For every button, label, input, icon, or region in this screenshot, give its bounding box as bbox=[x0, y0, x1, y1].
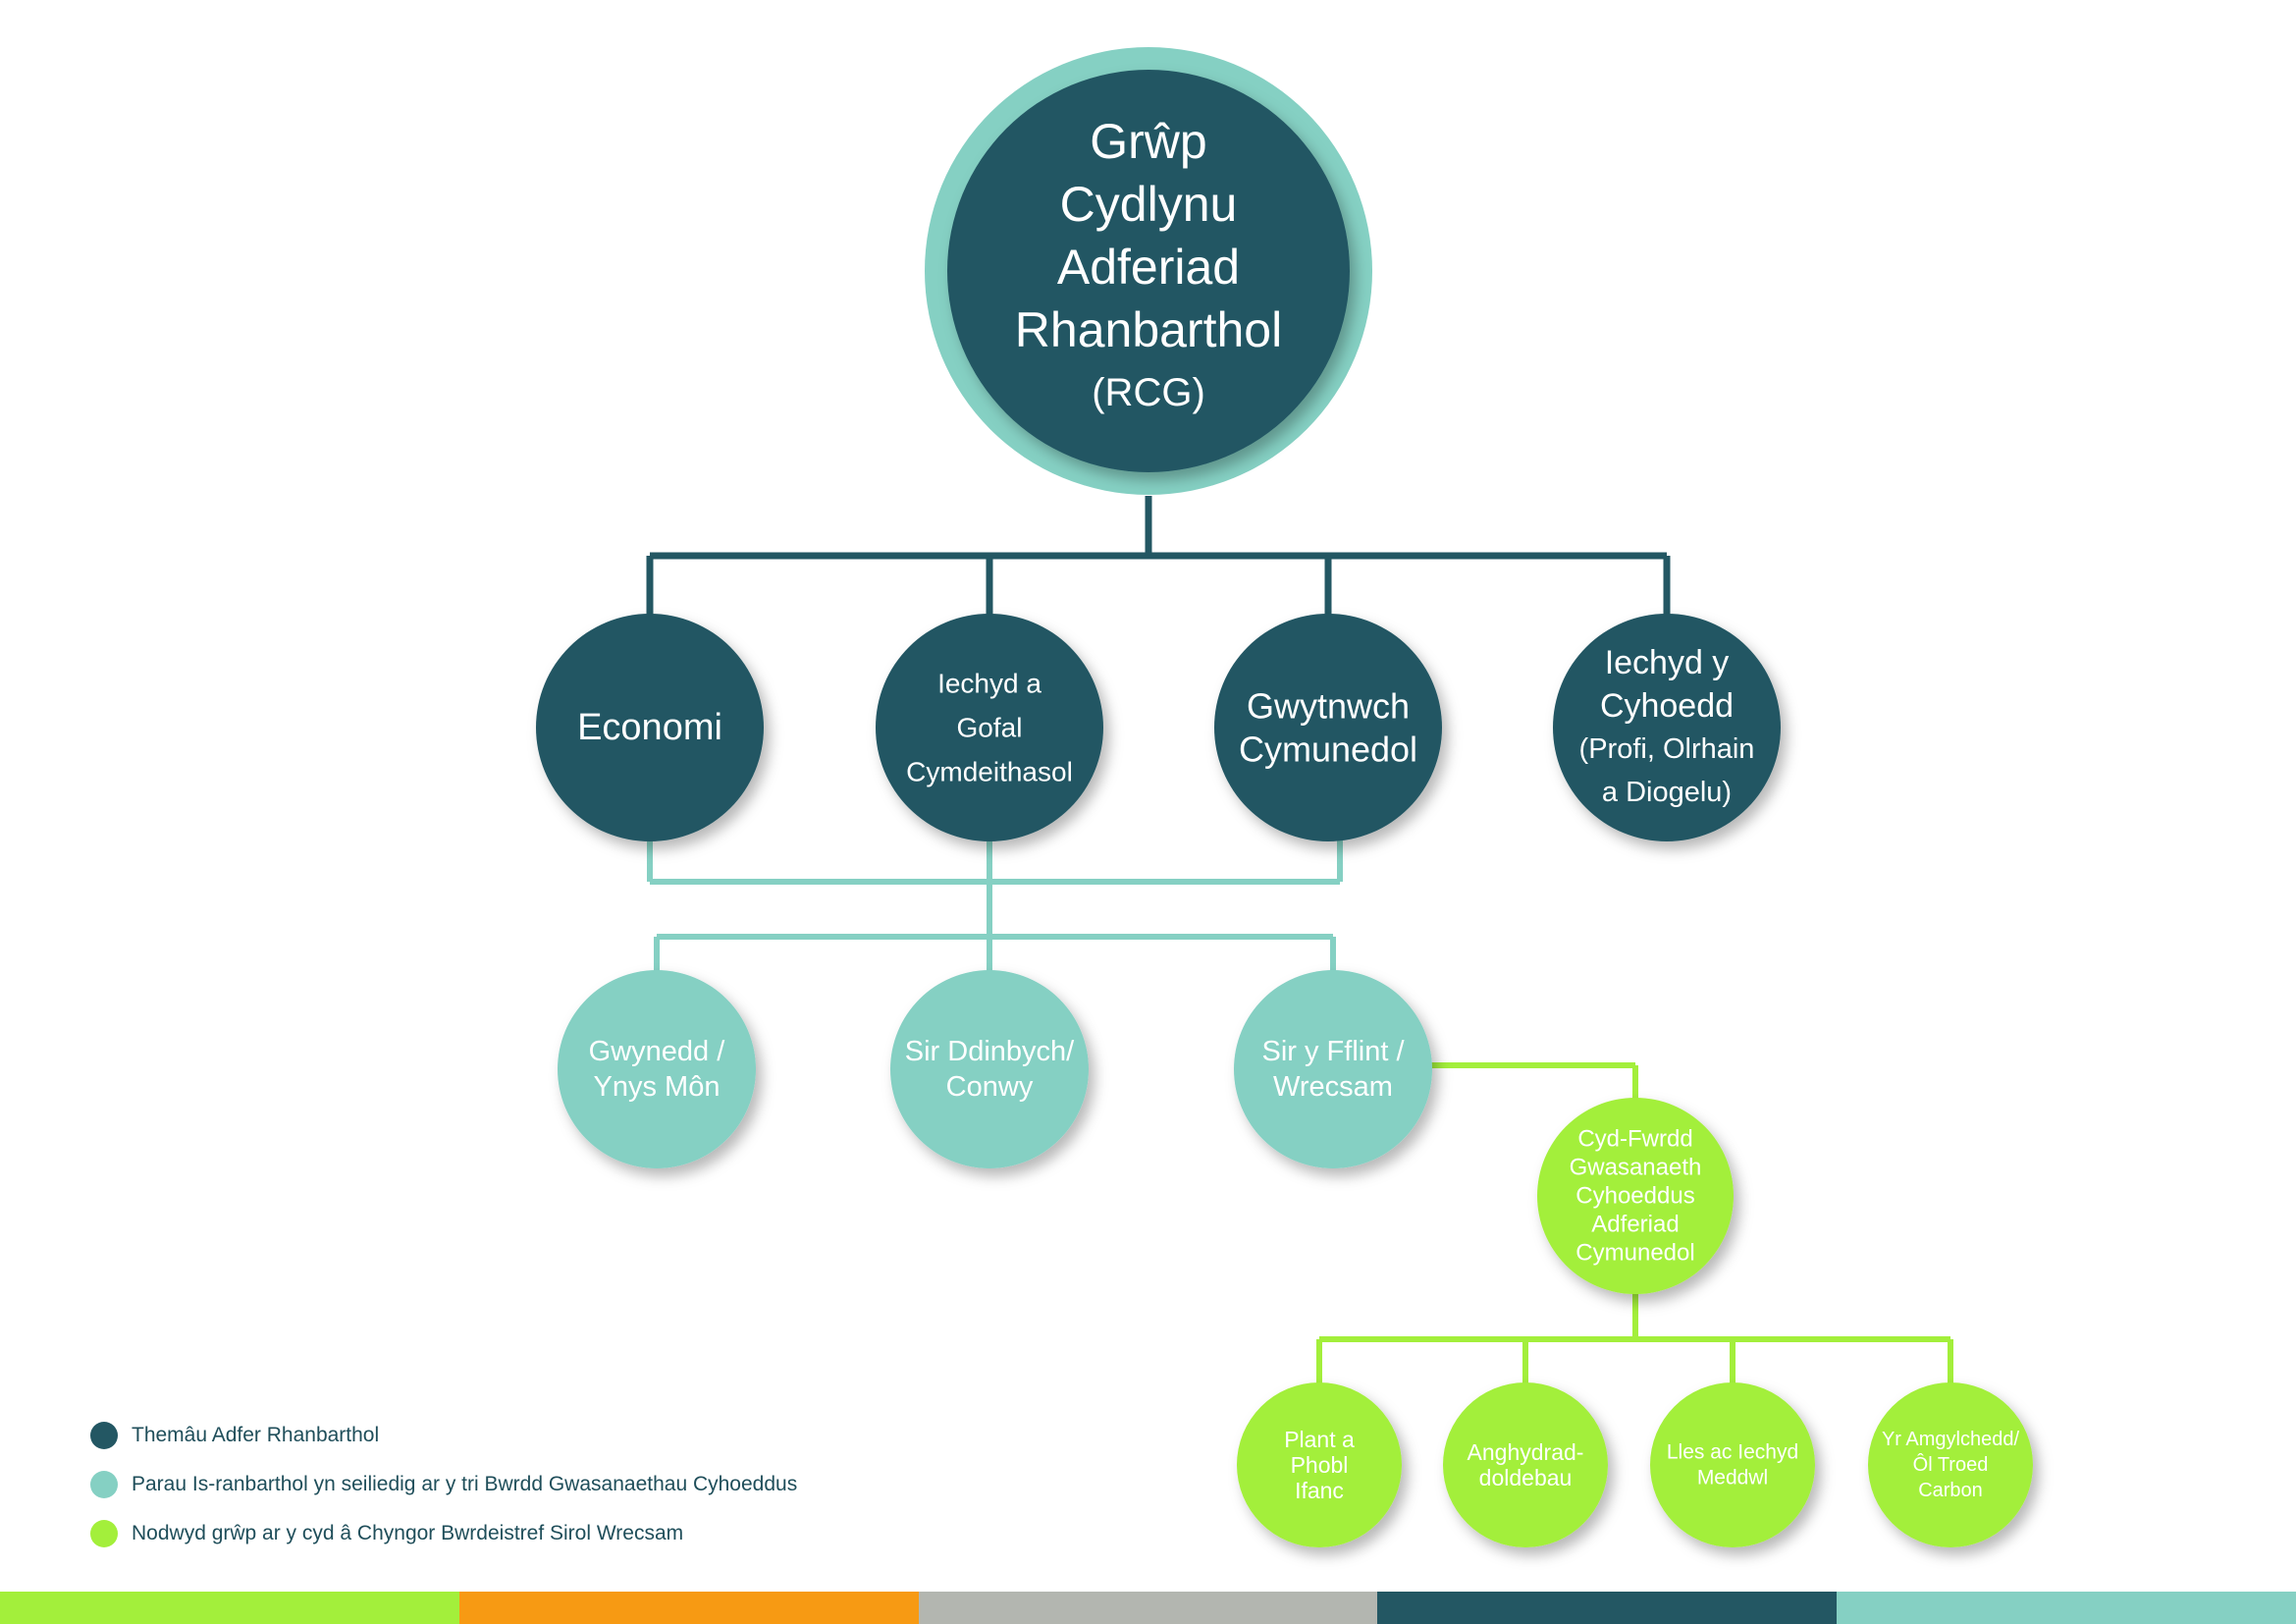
theme-node-circle bbox=[876, 614, 1103, 841]
subregion-node-label-line: Wrecsam bbox=[1273, 1071, 1393, 1103]
group-node-label-line: Carbon bbox=[1918, 1480, 1983, 1501]
group-node-label-line: doldebau bbox=[1479, 1465, 1573, 1490]
joint-board-node-circle bbox=[1537, 1098, 1734, 1294]
group-node: Anghydrad-doldebau bbox=[1443, 1382, 1608, 1547]
subregion-node-circle bbox=[890, 970, 1089, 1168]
joint-board-node-label-line: Cyd-Fwrdd bbox=[1577, 1126, 1692, 1153]
theme-node: Iechyd y Cyhoedd (Profi, Olrhain a Diogelu) bbox=[1553, 614, 1781, 841]
subregion-node: Sir Ddinbych/Conwy bbox=[890, 970, 1089, 1168]
footer-color-segment bbox=[918, 1592, 1378, 1624]
group-node-label-line: Ifanc bbox=[1295, 1478, 1344, 1503]
group-node-label-line: Plant a bbox=[1284, 1427, 1355, 1452]
root-node-label-line: Rhanbarthol bbox=[1015, 302, 1282, 357]
group-node-circle bbox=[1868, 1382, 2033, 1547]
legend-swatch bbox=[90, 1471, 118, 1498]
group-node-label-line: Phobl bbox=[1291, 1452, 1349, 1478]
footer-color-bar bbox=[0, 1592, 2296, 1624]
legend-item: Themâu Adfer Rhanbarthol bbox=[90, 1422, 379, 1449]
legend-label: Themâu Adfer Rhanbarthol bbox=[132, 1424, 380, 1446]
root-node-label-line: (RCG) bbox=[1092, 371, 1205, 414]
theme-node-label-line: a Diogelu) bbox=[1602, 777, 1732, 808]
subregion-node-label-line: Sir y Fflint / bbox=[1261, 1036, 1405, 1067]
nodes-layer: GrŵpCydlynuAdferiadRhanbarthol(RCG)Econo… bbox=[536, 47, 2033, 1547]
subregion-node: Sir y Fflint / Wrecsam bbox=[1234, 970, 1432, 1168]
footer-color-segment bbox=[458, 1592, 919, 1624]
theme-node-label-line: Gwytnwch bbox=[1247, 686, 1410, 727]
group-node-circle bbox=[1443, 1382, 1608, 1547]
group-node-circle bbox=[1650, 1382, 1815, 1547]
group-node-label-line: Lles ac Iechyd bbox=[1667, 1441, 1798, 1464]
joint-board-node-label-line: Adferiad bbox=[1591, 1212, 1679, 1238]
connectors-themes bbox=[646, 496, 1671, 617]
subregion-node: Gwynedd / Ynys Môn bbox=[558, 970, 756, 1168]
theme-node-label-line: Economi bbox=[577, 707, 722, 748]
theme-node-circle bbox=[1214, 614, 1442, 841]
legend-item: Parau Is-ranbarthol yn seiliedig ar y tr… bbox=[90, 1471, 797, 1498]
subregion-node-label-line: Conwy bbox=[946, 1071, 1034, 1103]
group-node-label-line: Anghydrad- bbox=[1468, 1439, 1584, 1465]
subregion-node-circle bbox=[1234, 970, 1432, 1168]
legend-swatch bbox=[90, 1520, 118, 1547]
joint-board-node-label-line: Gwasanaeth bbox=[1570, 1155, 1702, 1181]
theme-node-label-line: Gofal bbox=[957, 713, 1023, 743]
footer-color-segment bbox=[1377, 1592, 1838, 1624]
root-node-label-line: Grŵp bbox=[1090, 114, 1206, 169]
theme-node-label-line: (Profi, Olrhain bbox=[1579, 733, 1755, 765]
group-node-label-line: Yr Amgylchedd/ bbox=[1882, 1429, 2020, 1450]
subregion-node-label-line: Ynys Môn bbox=[594, 1071, 721, 1103]
subregion-node-label-line: Sir Ddinbych/ bbox=[905, 1036, 1075, 1067]
theme-node-circle bbox=[536, 614, 764, 841]
root-node-circle bbox=[947, 70, 1350, 472]
legend-swatch bbox=[90, 1422, 118, 1449]
theme-node-circle bbox=[1553, 614, 1781, 841]
footer-color-segment bbox=[0, 1592, 459, 1624]
subregion-node-circle bbox=[558, 970, 756, 1168]
joint-board-node: Cyd-FwrddGwasanaethCyhoeddusAdferiadCymu… bbox=[1537, 1098, 1734, 1294]
theme-node-label-line: Cyhoedd bbox=[1600, 687, 1734, 725]
joint-board-node-label-line: Cyhoeddus bbox=[1575, 1183, 1694, 1210]
connectors-subregions bbox=[647, 839, 1343, 974]
theme-node-label-line: Cymdeithasol bbox=[906, 757, 1073, 787]
footer-color-segment bbox=[1837, 1592, 2296, 1624]
connectors-groups bbox=[1316, 1062, 1953, 1384]
joint-board-node-label-line: Cymunedol bbox=[1575, 1240, 1694, 1267]
legend-label: Nodwyd grŵp ar y cyd â Chyngor Bwrdeistr… bbox=[132, 1522, 684, 1544]
group-node-circle bbox=[1237, 1382, 1402, 1547]
root-node-label-line: Adferiad bbox=[1057, 240, 1240, 295]
theme-node-label-line: Iechyd a bbox=[937, 669, 1041, 699]
legend-item: Nodwyd grŵp ar y cyd â Chyngor Bwrdeistr… bbox=[90, 1520, 683, 1547]
theme-node-label-line: Iechyd y bbox=[1605, 644, 1730, 681]
theme-node: Economi bbox=[536, 614, 764, 841]
subregion-node-label-line: Gwynedd / bbox=[589, 1036, 726, 1067]
theme-node-label-line: Cymunedol bbox=[1239, 730, 1417, 770]
legend-label: Parau Is-ranbarthol yn seiliedig ar y tr… bbox=[132, 1473, 798, 1495]
group-node-label-line: Ôl Troed bbox=[1913, 1453, 1989, 1476]
group-node-label-line: Meddwl bbox=[1697, 1467, 1768, 1489]
root-node-label-line: Cydlynu bbox=[1060, 177, 1238, 232]
